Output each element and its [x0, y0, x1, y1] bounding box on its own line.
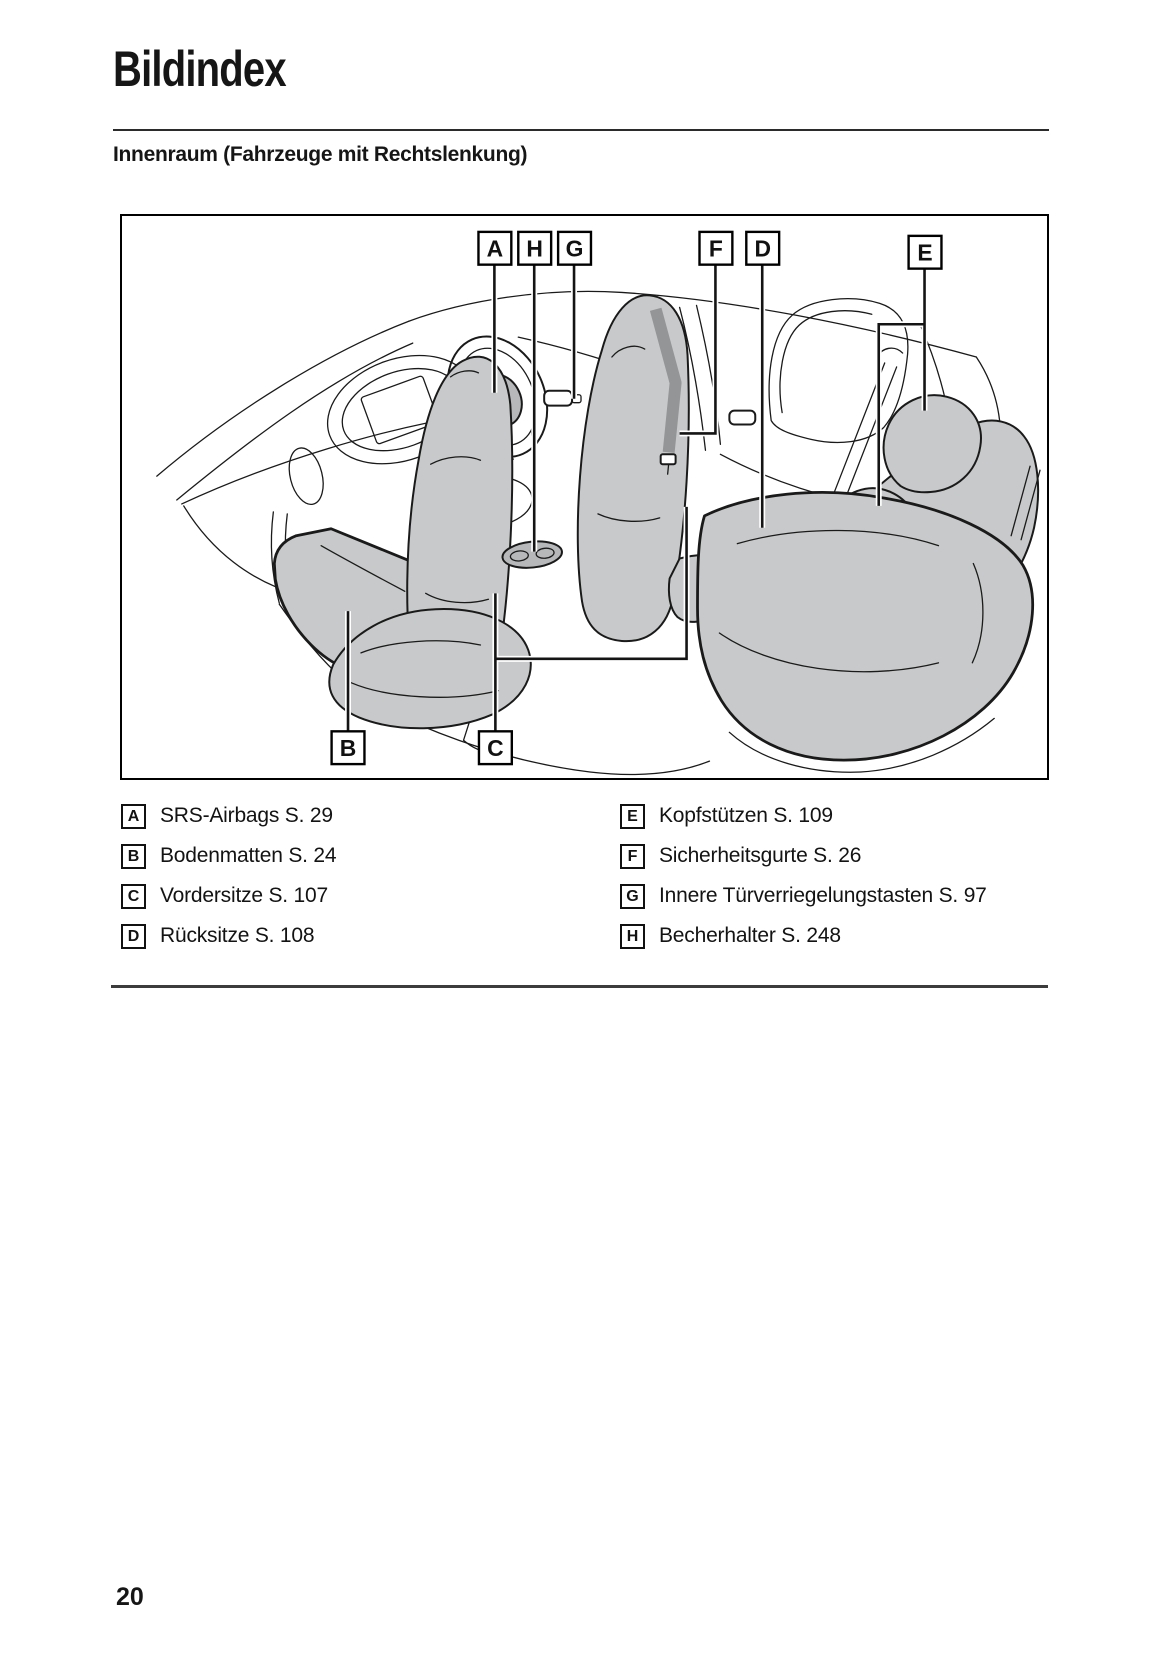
- front-seat-cushion: [328, 608, 532, 730]
- rear-headrest-outer: [882, 394, 982, 494]
- divider-top: [113, 129, 1049, 131]
- divider-bottom: [111, 985, 1048, 988]
- leader-e: [877, 268, 926, 506]
- b-pillar-line-2: [695, 304, 722, 446]
- section-subtitle: Innenraum (Fahrzeuge mit Rechtslenkung): [113, 143, 528, 166]
- floor-mat-crease: [320, 545, 406, 592]
- legend-label-c: Vordersitze S. 107: [160, 884, 328, 907]
- legend-key-e: E: [627, 808, 638, 825]
- legend-key-box-f: F: [620, 844, 645, 869]
- front-belt-stem: [666, 463, 670, 475]
- callout-letter-h: H: [526, 236, 543, 262]
- rear-seat-seams: [718, 529, 984, 673]
- legend-item-kopfstuetzen: E Kopfstützen S. 109: [620, 803, 833, 829]
- callout-boxes: A H G F D E B C: [330, 230, 943, 766]
- callout-letter-e: E: [917, 240, 932, 266]
- rear-window: [768, 298, 909, 444]
- rear-roof-edge: [975, 356, 1001, 428]
- interior-diagram: A H G F D E B C: [120, 214, 1049, 780]
- a-pillar-line: [156, 320, 410, 477]
- legend-item-ruecksitze: D Rücksitze S. 108: [121, 923, 315, 949]
- callout-box-e: [907, 234, 943, 270]
- legend-item-sicherheitsgurte: F Sicherheitsgurte S. 26: [620, 843, 861, 869]
- legend-item-bodenmatten: B Bodenmatten S. 24: [121, 843, 337, 869]
- rear-window-inner-frame: [779, 310, 873, 414]
- callout-letter-f: F: [709, 236, 723, 262]
- driver-seat-backrest: [576, 294, 690, 643]
- floor-edge-rear: [728, 717, 995, 773]
- rear-seat-belt: [828, 362, 898, 511]
- legend-key-f: F: [627, 848, 638, 865]
- legend-item-tuerverriegelungstasten: G Innere Türverriegelungstasten S. 97: [620, 883, 987, 909]
- callout-letter-g: G: [566, 236, 584, 262]
- callout-box-h: [517, 230, 553, 266]
- callout-box-d: [745, 230, 781, 266]
- callout-letter-c: C: [487, 735, 504, 761]
- rear-door-lock-button: [728, 409, 757, 426]
- page-number: 20: [116, 1583, 144, 1611]
- car-interior-line-art: [156, 290, 1041, 776]
- side-air-vent: [288, 447, 324, 505]
- front-seat-back-seams: [425, 370, 490, 604]
- legend-item-vordersitze: C Vordersitze S. 107: [121, 883, 328, 909]
- rear-right-belt: [1010, 465, 1041, 541]
- windshield-edge: [176, 342, 414, 501]
- callout-box-f: [698, 230, 734, 266]
- callout-box-a: [477, 230, 513, 266]
- legend-item-becherhalter: H Becherhalter S. 248: [620, 923, 841, 949]
- interior-diagram-svg: A H G F D E B C: [156, 230, 1041, 776]
- cup-holder: [501, 540, 563, 569]
- callout-letter-d: D: [754, 236, 771, 262]
- callout-letter-a: A: [487, 236, 504, 262]
- legend-key-box-g: G: [620, 884, 645, 909]
- callout-letter-b: B: [340, 735, 357, 761]
- legend-key-c: C: [127, 888, 140, 905]
- legend-key-box-e: E: [620, 804, 645, 829]
- legend-key-box-h: H: [620, 924, 645, 949]
- page-title: Bildindex: [113, 41, 287, 97]
- legend-label-h: Becherhalter S. 248: [659, 924, 841, 947]
- driver-seat-seams: [597, 345, 661, 522]
- legend-key-b: B: [127, 848, 140, 865]
- legend-key-d: D: [127, 928, 140, 945]
- legend-label-b: Bodenmatten S. 24: [160, 844, 337, 867]
- legend-key-a: A: [127, 808, 140, 825]
- legend-key-box-c: C: [121, 884, 146, 909]
- legend-label-f: Sicherheitsgurte S. 26: [659, 844, 862, 867]
- front-door-lock-button: [543, 389, 574, 407]
- a-pillar-base-1: [270, 511, 280, 604]
- legend-label-e: Kopfstützen S. 109: [659, 804, 833, 827]
- callout-box-b: [330, 730, 366, 766]
- leader-f: [679, 264, 717, 435]
- legend-key-g: G: [626, 888, 639, 905]
- front-belt-buckle: [659, 453, 677, 466]
- legend-label-g: Innere Türverriegelungstasten S. 97: [659, 884, 987, 907]
- rear-seat-cushion: [696, 491, 1034, 762]
- front-seat-belt: [649, 307, 682, 453]
- legend-key-h: H: [626, 928, 639, 945]
- callout-box-g: [556, 230, 593, 266]
- legend-key-box-b: B: [121, 844, 146, 869]
- legend-key-box-d: D: [121, 924, 146, 949]
- front-seat-cushion-seams: [350, 640, 500, 698]
- leader-c: [494, 506, 688, 732]
- legend-label-d: Rücksitze S. 108: [160, 924, 315, 947]
- legend-item-srs-airbags: A SRS-Airbags S. 29: [121, 803, 333, 829]
- callout-box-c: [477, 730, 514, 766]
- legend-label-a: SRS-Airbags S. 29: [160, 804, 333, 827]
- legend-key-box-a: A: [121, 804, 146, 829]
- leader-lines: [345, 264, 928, 732]
